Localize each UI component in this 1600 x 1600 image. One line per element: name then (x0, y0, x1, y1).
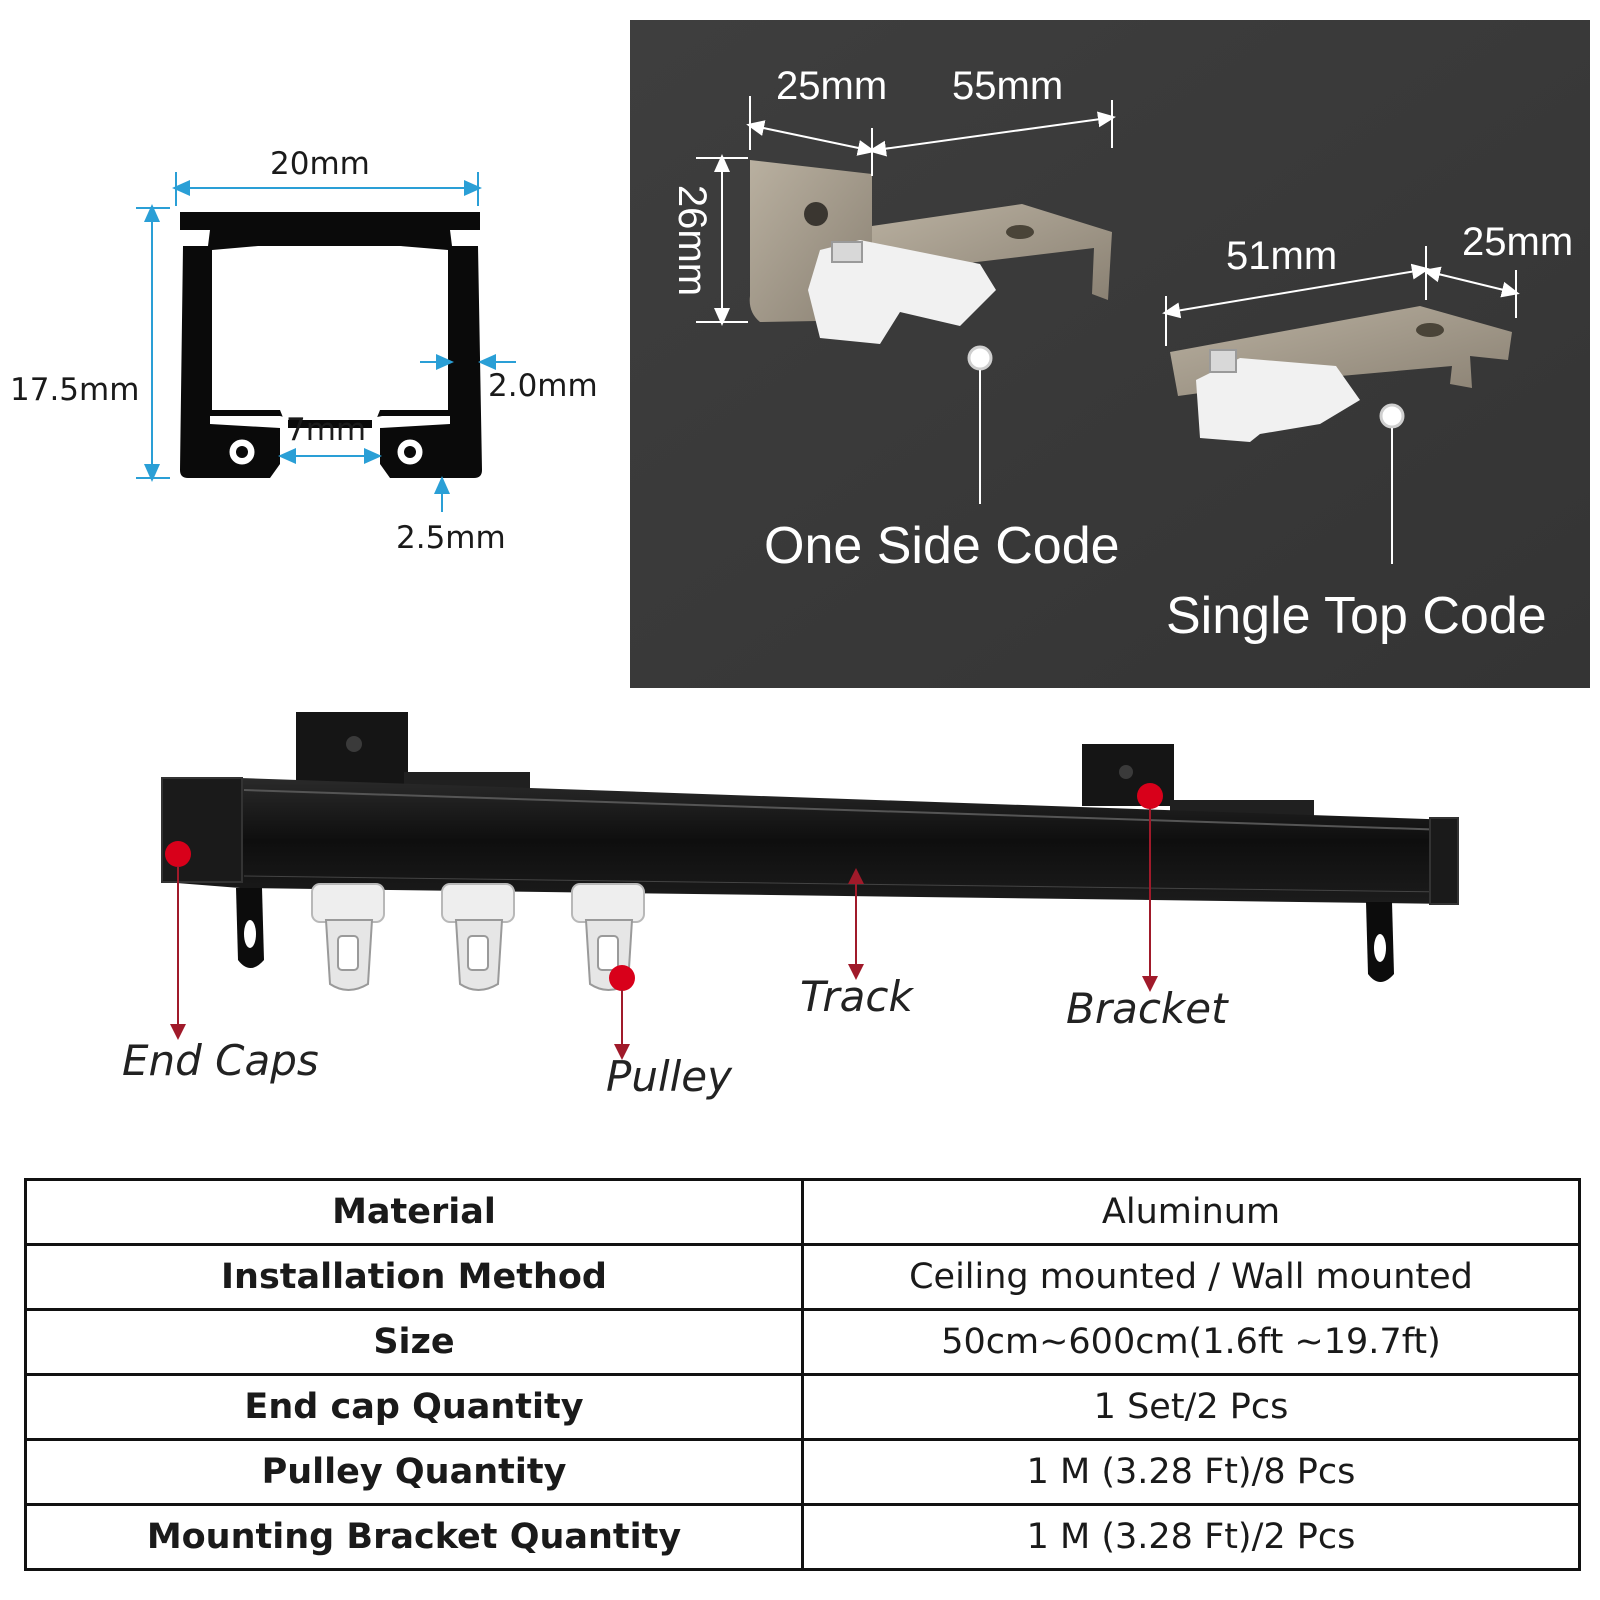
track-label: Track (800, 972, 913, 1021)
one-side-dim-b: 55mm (952, 64, 1064, 108)
profile-wall-label: 2.0mm (488, 368, 598, 404)
spec-key: Installation Method (24, 1243, 804, 1311)
end-caps-label: End Caps (122, 1036, 319, 1085)
one-side-bracket (749, 160, 1112, 344)
spec-value: 1 M (3.28 Ft)/2 Pcs (801, 1503, 1581, 1571)
single-top-dim-b: 25mm (1462, 220, 1574, 264)
track-assembly-diagram (161, 712, 1459, 1060)
pulley-1 (311, 883, 385, 991)
spec-value: Ceiling mounted / Wall mounted (801, 1243, 1581, 1311)
table-row: Pulley Quantity 1 M (3.28 Ft)/8 Pcs (24, 1438, 1581, 1506)
spec-key: Size (24, 1308, 804, 1376)
table-row: Size 50cm~600cm(1.6ft ~19.7ft) (24, 1308, 1581, 1376)
spec-key: Material (24, 1178, 804, 1246)
spec-value: 1 M (3.28 Ft)/8 Pcs (801, 1438, 1581, 1506)
profile-width-label: 20mm (270, 146, 370, 182)
one-side-code-label: One Side Code (764, 517, 1120, 575)
single-top-bracket (1170, 306, 1512, 442)
end-hook-right (1366, 902, 1394, 982)
spec-value: Aluminum (801, 1178, 1581, 1246)
end-cap-left (161, 777, 243, 883)
spec-value: 50cm~600cm(1.6ft ~19.7ft) (801, 1308, 1581, 1376)
spec-table: Material Aluminum Installation Method Ce… (24, 1178, 1581, 1571)
spec-key: Pulley Quantity (24, 1438, 804, 1506)
profile-lip-label: 2.5mm (396, 520, 506, 556)
spec-key: End cap Quantity (24, 1373, 804, 1441)
pulley-label: Pulley (606, 1052, 732, 1101)
end-hook-left (236, 888, 264, 968)
table-row: End cap Quantity 1 Set/2 Pcs (24, 1373, 1581, 1441)
pulley-2 (441, 883, 515, 991)
track-profile-diagram (136, 172, 516, 512)
profile-height-label: 17.5mm (10, 372, 140, 408)
one-side-dim-a: 25mm (776, 64, 888, 108)
end-caps-marker (165, 841, 191, 867)
profile-opening-label: 7mm (286, 412, 367, 448)
spec-value: 1 Set/2 Pcs (801, 1373, 1581, 1441)
end-cap-right (1429, 817, 1459, 905)
single-top-code-label: Single Top Code (1166, 587, 1547, 645)
bracket-photo-panel (630, 20, 1590, 688)
pulley-marker (609, 965, 635, 991)
spec-key: Mounting Bracket Quantity (24, 1503, 804, 1571)
bracket-label: Bracket (1066, 984, 1228, 1033)
table-row: Installation Method Ceiling mounted / Wa… (24, 1243, 1581, 1311)
table-row: Material Aluminum (24, 1178, 1581, 1246)
track-body (164, 778, 1456, 904)
table-row: Mounting Bracket Quantity 1 M (3.28 Ft)/… (24, 1503, 1581, 1571)
single-top-dim-a: 51mm (1226, 234, 1338, 278)
bracket-marker (1137, 783, 1163, 809)
